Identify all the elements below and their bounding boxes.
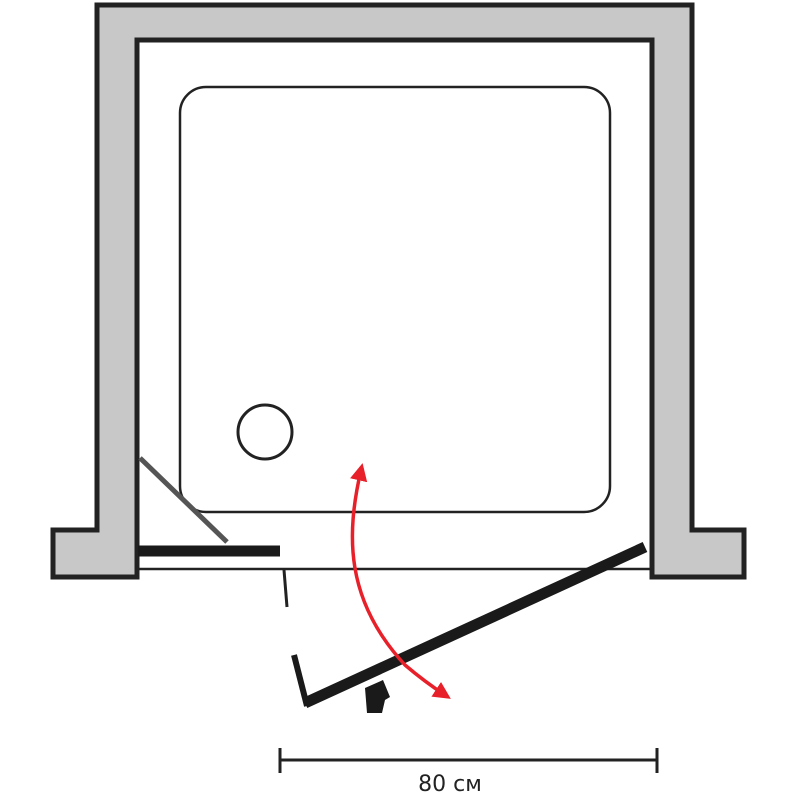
door-handle (365, 680, 390, 713)
dimension-label: 80 см (418, 772, 482, 797)
wall (50, 2, 747, 580)
fixed-panel-hinge (282, 569, 289, 608)
support-bar (138, 456, 229, 544)
swing-arrow-icon (350, 463, 451, 699)
drain-icon (236, 403, 294, 461)
door-end-return (291, 654, 310, 707)
